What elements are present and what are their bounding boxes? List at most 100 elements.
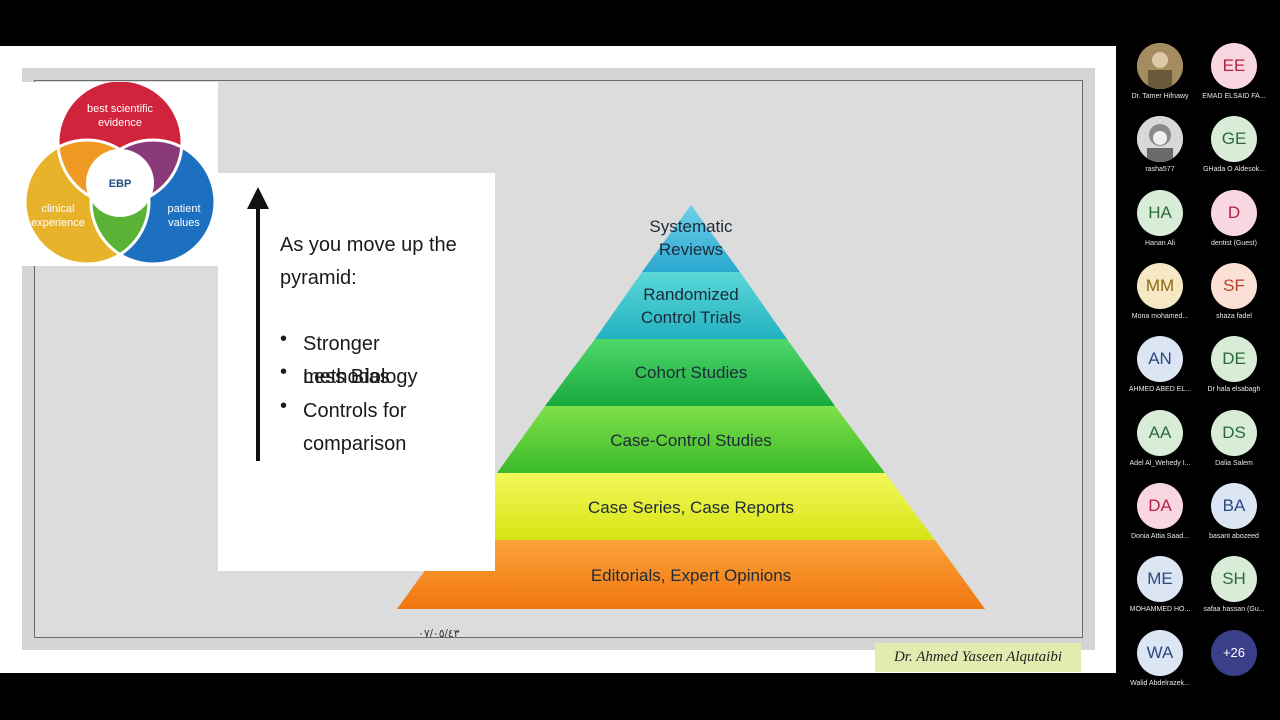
avatar-photo: [1137, 43, 1183, 89]
participant-name: safaa hassan (Gu...: [1203, 606, 1265, 613]
pyramid-level-5: [447, 473, 935, 540]
pyramid-level-1: [642, 205, 740, 272]
venn-outline-3: [89, 138, 217, 266]
evidence-pyramid: Systematic Reviews Randomized Control Tr…: [397, 205, 985, 609]
ebp-label-experience-1: clinical: [41, 203, 74, 215]
participant-name: Dr. Tamer Hifnawy: [1131, 93, 1189, 100]
avatar-initials: AA: [1137, 410, 1183, 456]
participant-tile[interactable]: DE Dr hala elsabagh: [1197, 336, 1271, 396]
pyramid-level-2: [595, 272, 787, 339]
pyramid-label-2a: Randomized: [643, 285, 738, 304]
bullet-2-dot: •: [280, 361, 288, 383]
notes-heading-1: As you move up the: [280, 234, 457, 256]
up-arrow-shaft: [256, 205, 260, 461]
more-participants-count: +26: [1211, 630, 1257, 676]
avatar-initials: SF: [1211, 263, 1257, 309]
participant-name: EMAD ELSAID FA...: [1202, 93, 1266, 100]
bullet-3b: comparison: [303, 433, 407, 455]
pyramid-level-6: [397, 540, 985, 609]
participant-tile[interactable]: BA basant abozeed: [1197, 483, 1271, 543]
person-photo-icon: [1137, 43, 1183, 89]
participant-name: shaza fadel: [1216, 313, 1252, 320]
participant-name: rasha577: [1145, 166, 1175, 173]
avatar-initials: DS: [1211, 410, 1257, 456]
ebp-label-values-1: patient: [167, 203, 200, 215]
bullet-1-dot: •: [280, 328, 288, 350]
participant-name: Dalia Salem: [1215, 460, 1253, 467]
ebp-label-experience-2: experience: [31, 217, 85, 229]
participant-tile[interactable]: AN AHMED ABED EL...: [1123, 336, 1197, 396]
avatar-initials: GE: [1211, 116, 1257, 162]
participant-tile[interactable]: Dr. Tamer Hifnawy: [1123, 43, 1197, 103]
ebp-label-evidence-2: evidence: [98, 117, 142, 129]
shared-screen: Systematic Reviews Randomized Control Tr…: [0, 46, 1116, 673]
up-arrow-icon: [247, 187, 269, 209]
avatar-initials: AN: [1137, 336, 1183, 382]
participant-tile[interactable]: GE GHada O Aldesok...: [1197, 116, 1271, 176]
slide-frame: Systematic Reviews Randomized Control Tr…: [34, 80, 1083, 640]
venn-center: [86, 149, 154, 217]
avatar-initials: D: [1211, 190, 1257, 236]
presentation-slide: Systematic Reviews Randomized Control Tr…: [22, 68, 1095, 650]
participant-tile[interactable]: SH safaa hassan (Gu...: [1197, 556, 1271, 616]
venn-outline-2: [23, 138, 151, 266]
avatar-initials: WA: [1137, 630, 1183, 676]
pyramid-notes: As you move up the pyramid: • Stronger m…: [218, 173, 495, 571]
pyramid-label-3: Cohort Studies: [635, 363, 747, 382]
participant-name: Adel Al_Wehedy I...: [1129, 460, 1191, 467]
pyramid-label-1b: Reviews: [659, 240, 723, 259]
participant-tile[interactable]: EE EMAD ELSAID FA...: [1197, 43, 1271, 103]
participant-name: Hanan Ali: [1145, 240, 1175, 247]
participant-name: dentist (Guest): [1211, 240, 1257, 247]
bullet-1: Stronger methodology: [303, 333, 418, 388]
participant-name: Dr hala elsabagh: [1207, 386, 1261, 393]
pyramid-label-2b: Control Trials: [641, 308, 741, 327]
participant-tile[interactable]: ME MOHAMMED HO...: [1123, 556, 1197, 616]
ebp-label-evidence-1: best scientific: [87, 103, 154, 115]
participant-name: MOHAMMED HO...: [1129, 606, 1191, 613]
participant-tile[interactable]: rasha577: [1123, 116, 1197, 176]
avatar-initials: HA: [1137, 190, 1183, 236]
avatar-photo: [1137, 116, 1183, 162]
participant-name: Donia Attia Saad...: [1131, 533, 1189, 540]
participant-tile[interactable]: DS Dalia Salem: [1197, 410, 1271, 470]
pyramid-label-4: Case-Control Studies: [610, 431, 772, 450]
participant-name: Mona mohamed...: [1131, 313, 1189, 320]
ebp-venn-svg: best scientific evidence clinical experi…: [23, 78, 217, 266]
slide-date: ٠٧/٠٥/٤٣: [418, 628, 460, 640]
participant-name: GHada O Aldesok...: [1203, 166, 1265, 173]
avatar-initials: ME: [1137, 556, 1183, 602]
participant-tile[interactable]: AA Adel Al_Wehedy I...: [1123, 410, 1197, 470]
ebp-diagram: best scientific evidence clinical experi…: [22, 78, 218, 266]
person-photo-icon: [1137, 116, 1183, 162]
bullet-3a: Controls for: [303, 400, 407, 422]
pyramid-level-3: [545, 339, 835, 406]
avatar-initials: DA: [1137, 483, 1183, 529]
participants-panel: Dr. Tamer Hifnawy EE EMAD ELSAID FA... r…: [1116, 0, 1280, 720]
participant-tile[interactable]: WA Walid Abdelrazek...: [1123, 630, 1197, 690]
pyramid-label-6: Editorials, Expert Opinions: [591, 566, 791, 585]
pyramid-level-4: [497, 406, 885, 473]
notes-heading-2: pyramid:: [280, 267, 357, 289]
more-participants-button[interactable]: +26: [1197, 630, 1271, 690]
pyramid-label-5: Case Series, Case Reports: [588, 498, 794, 517]
avatar-initials: MM: [1137, 263, 1183, 309]
bullet-3-dot: •: [280, 395, 288, 417]
presenter-name-label: Dr. Ahmed Yaseen Alqutaibi: [875, 643, 1081, 672]
participant-tile[interactable]: SF shaza fadel: [1197, 263, 1271, 323]
bullet-2: Less Bias: [303, 366, 390, 388]
ebp-label-values-2: values: [168, 217, 200, 229]
pyramid-label-1a: Systematic: [649, 217, 733, 236]
participant-tile[interactable]: HA Hanan Ali: [1123, 190, 1197, 250]
ebp-center-label: EBP: [109, 178, 132, 190]
participant-name: basant abozeed: [1209, 533, 1259, 540]
participant-tile[interactable]: MM Mona mohamed...: [1123, 263, 1197, 323]
participant-tile[interactable]: D dentist (Guest): [1197, 190, 1271, 250]
participant-tile[interactable]: DA Donia Attia Saad...: [1123, 483, 1197, 543]
avatar-initials: BA: [1211, 483, 1257, 529]
avatar-initials: EE: [1211, 43, 1257, 89]
participant-name: Walid Abdelrazek...: [1130, 680, 1190, 687]
avatar-initials: DE: [1211, 336, 1257, 382]
avatar-initials: SH: [1211, 556, 1257, 602]
